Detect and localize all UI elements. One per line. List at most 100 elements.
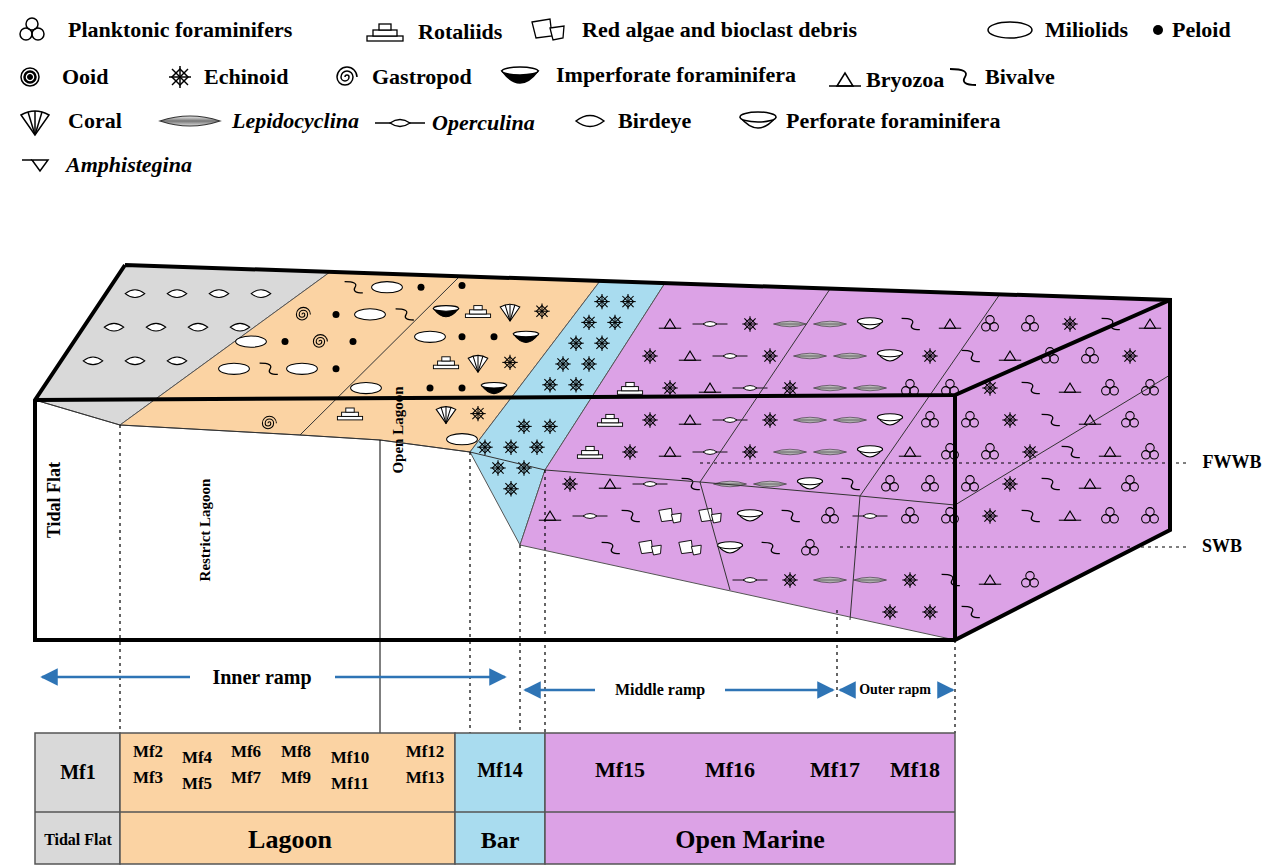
legend-symbol xyxy=(576,116,604,127)
fossil-symbol xyxy=(814,577,847,583)
fossil-symbol xyxy=(516,419,531,434)
fossil-symbol xyxy=(481,382,506,393)
fossil-symbol xyxy=(774,449,807,455)
wave-base-label: SWB xyxy=(1202,537,1242,557)
table-cell: Mf17 xyxy=(810,758,860,782)
fossil-symbol xyxy=(1062,316,1077,331)
fossil-symbol xyxy=(774,321,807,327)
table-cell: Mf11 xyxy=(331,775,369,794)
fossil-symbol xyxy=(251,290,271,298)
fossil-symbol xyxy=(468,355,488,372)
legend-text: Miliolids xyxy=(1045,18,1128,42)
fossil-symbol xyxy=(679,415,701,424)
fossil-symbol xyxy=(1022,572,1039,587)
fossil-symbol xyxy=(733,578,768,583)
fossil-symbol xyxy=(1142,444,1159,459)
fossil-symbol xyxy=(922,348,937,363)
fossil-symbol xyxy=(693,450,728,455)
table-cell: Mf1 xyxy=(60,761,96,783)
legend-text: Echinoid xyxy=(204,65,288,89)
legend-symbol xyxy=(21,68,39,86)
fossil-symbol xyxy=(333,365,340,372)
fossil-symbol xyxy=(396,309,414,320)
lagoon-divider xyxy=(380,440,381,733)
fossil-symbol xyxy=(999,351,1021,360)
legend-text: Birdeye xyxy=(618,109,691,133)
fossil-symbol xyxy=(877,414,902,425)
fossil-symbol xyxy=(620,294,635,309)
fossil-symbol xyxy=(447,434,478,445)
fossil-symbol xyxy=(682,478,700,489)
fossil-symbol xyxy=(1102,508,1119,523)
fossil-symbol xyxy=(762,348,777,363)
fossil-symbol xyxy=(794,353,827,359)
legend-symbol xyxy=(1153,25,1163,35)
fossil-symbol xyxy=(513,331,538,342)
fossil-symbol xyxy=(942,574,960,585)
fossil-symbol xyxy=(899,447,921,456)
fossil-symbol xyxy=(477,440,492,455)
fossil-symbol xyxy=(351,382,382,393)
fossil-symbol xyxy=(296,307,310,320)
fossil-symbol xyxy=(962,350,980,361)
fossil-symbol xyxy=(287,363,318,374)
fossil-symbol xyxy=(459,282,466,289)
fossil-symbol xyxy=(662,380,677,395)
fossil-symbol xyxy=(427,385,434,392)
fossil-symbol xyxy=(282,338,289,345)
fossil-symbol xyxy=(713,354,748,359)
fossil-symbol xyxy=(857,446,882,457)
fossil-symbol xyxy=(219,363,250,374)
table-cell: Mf5 xyxy=(182,775,212,794)
legend-symbol xyxy=(532,19,564,40)
zone-label: Tidal Flat xyxy=(45,462,65,538)
fossil-symbol xyxy=(982,316,999,331)
fossil-symbol xyxy=(742,316,757,331)
fossil-symbol xyxy=(502,355,517,370)
fossil-symbol xyxy=(125,290,145,298)
legend-symbol xyxy=(950,69,976,85)
fossil-symbol xyxy=(854,577,887,583)
fossil-symbol xyxy=(1059,383,1081,392)
legend-text: Coral xyxy=(68,109,122,133)
fossil-symbol xyxy=(562,476,577,491)
fossil-symbol xyxy=(782,510,800,521)
fossil-symbol xyxy=(902,318,920,329)
table-cell: Mf7 xyxy=(231,769,261,788)
ramp-label: Middle ramp xyxy=(615,681,705,699)
fossil-symbol xyxy=(1022,510,1040,521)
block-frame xyxy=(35,265,1170,640)
legend-text: Gastropod xyxy=(372,65,472,89)
fossil-symbol xyxy=(1142,508,1159,523)
fossil-symbol xyxy=(939,319,961,328)
fossil-symbol xyxy=(782,572,797,587)
fossil-symbol xyxy=(594,336,609,351)
fossil-symbol xyxy=(1042,414,1060,425)
fossil-symbol xyxy=(979,575,1001,584)
fossil-symbol xyxy=(699,508,721,523)
zone-label: Restrict Lagoon xyxy=(197,479,214,582)
fossil-symbol xyxy=(794,417,827,423)
fossil-symbol xyxy=(762,412,777,427)
table-cell: Mf14 xyxy=(477,759,523,781)
fossil-symbol xyxy=(345,282,363,293)
legend-text: Bryozoa xyxy=(866,68,944,92)
ramp-label: Inner ramp xyxy=(212,666,311,688)
fossil-symbol xyxy=(1042,478,1060,489)
fossil-symbol xyxy=(568,377,583,392)
fossil-symbol xyxy=(262,416,276,429)
table-cell: Mf15 xyxy=(595,758,645,782)
fossil-symbol xyxy=(834,353,867,359)
fossil-symbol xyxy=(503,440,518,455)
fossil-symbol xyxy=(782,380,797,395)
legend-symbol xyxy=(740,112,776,128)
table-cell: Mf9 xyxy=(281,769,311,788)
fossil-symbol xyxy=(639,540,661,555)
fossil-symbol xyxy=(633,482,668,487)
fossil-symbol xyxy=(167,357,187,365)
legend-text: Operculina xyxy=(432,111,535,135)
wave-base-label: FWWB xyxy=(1202,453,1261,473)
legend-symbol xyxy=(21,111,49,135)
ramp-label: Outer rapm xyxy=(859,682,931,697)
fossil-symbol xyxy=(188,323,208,331)
